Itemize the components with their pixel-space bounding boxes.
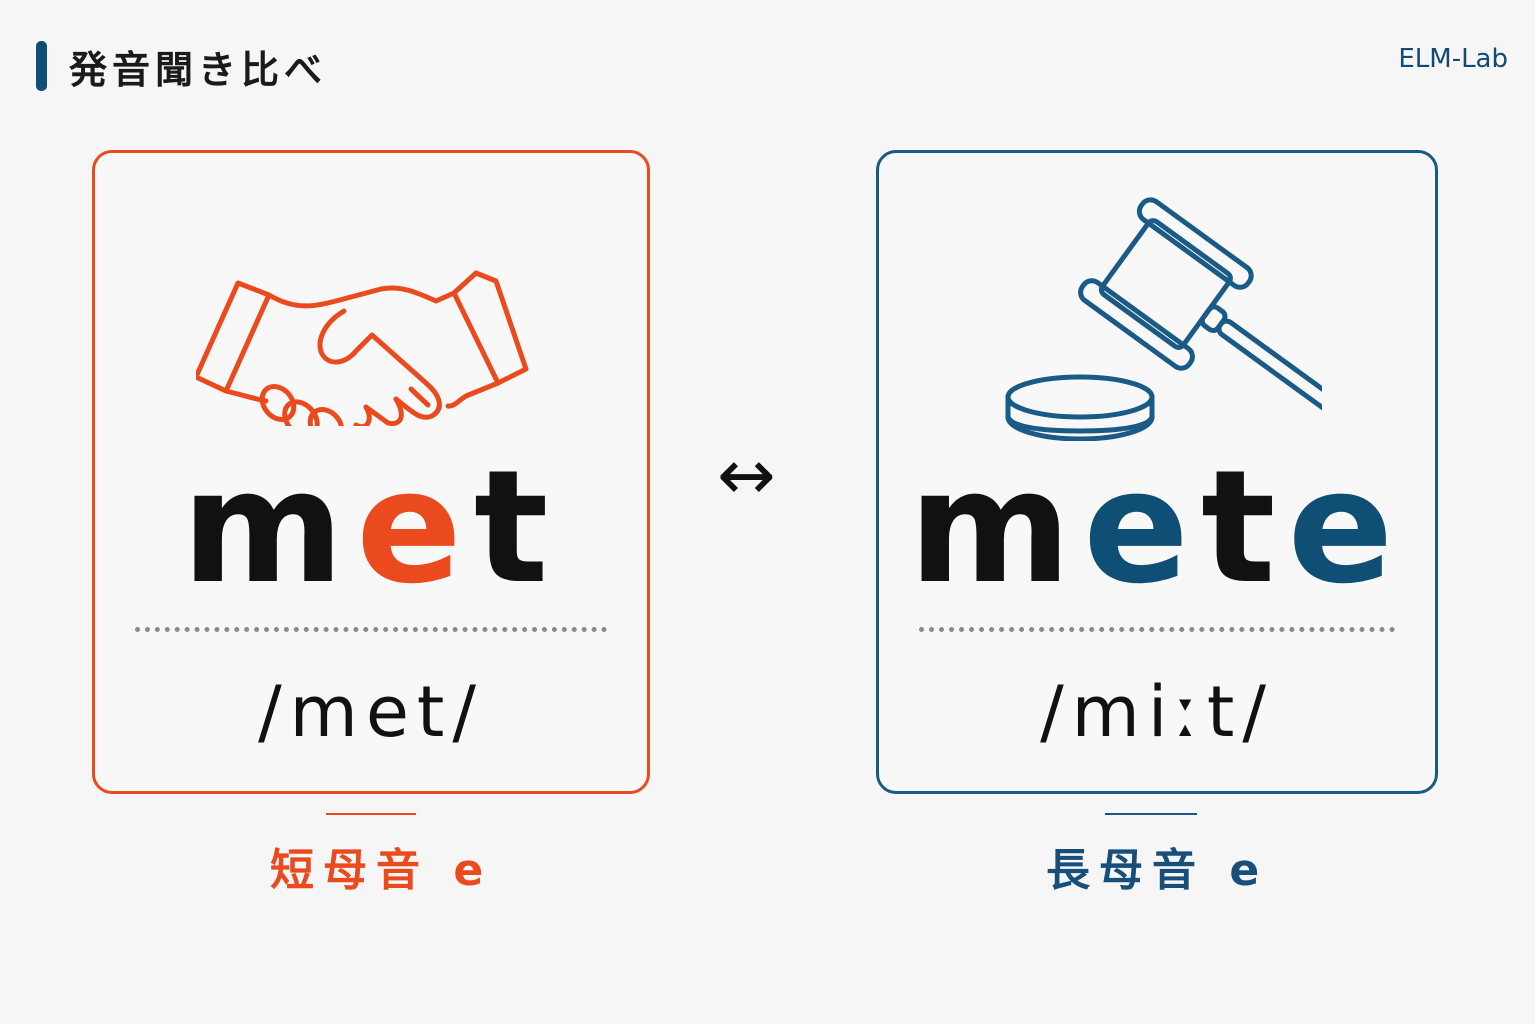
dotted-divider: [919, 627, 1395, 632]
header: 発音聞き比べ: [36, 40, 327, 92]
target-word: mete: [879, 449, 1435, 605]
word-letter-e-highlight: e: [356, 436, 474, 618]
short-vowel-caption: 短母音 e: [270, 845, 493, 896]
long-vowel-card[interactable]: mete /miːt/: [876, 150, 1438, 794]
ipa-transcription: /met/: [258, 671, 484, 753]
short-vowel-card[interactable]: met /met/: [92, 150, 650, 794]
long-vowel-caption: 長母音 e: [1046, 845, 1269, 896]
gavel-icon: [1005, 197, 1322, 441]
word-letter-t: t: [473, 436, 561, 618]
ipa-transcription: /miːt/: [1040, 671, 1274, 753]
dotted-divider: [135, 627, 607, 632]
word-letter-t: t: [1200, 436, 1288, 618]
header-accent-bar: [36, 41, 47, 91]
target-word: met: [95, 449, 647, 605]
compare-arrow: ↔: [717, 434, 776, 516]
word-letter-m: m: [181, 436, 357, 618]
handshake-icon: [196, 270, 529, 426]
word-letter-e-highlight: e: [1083, 436, 1201, 618]
brand-label: ELM-Lab: [1398, 44, 1508, 74]
page-title: 発音聞き比べ: [69, 47, 328, 92]
word-letter-e-final-highlight: e: [1287, 436, 1406, 618]
word-letter-m: m: [908, 436, 1084, 618]
long-vowel-underline: [1105, 813, 1197, 815]
short-vowel-underline: [326, 813, 416, 815]
